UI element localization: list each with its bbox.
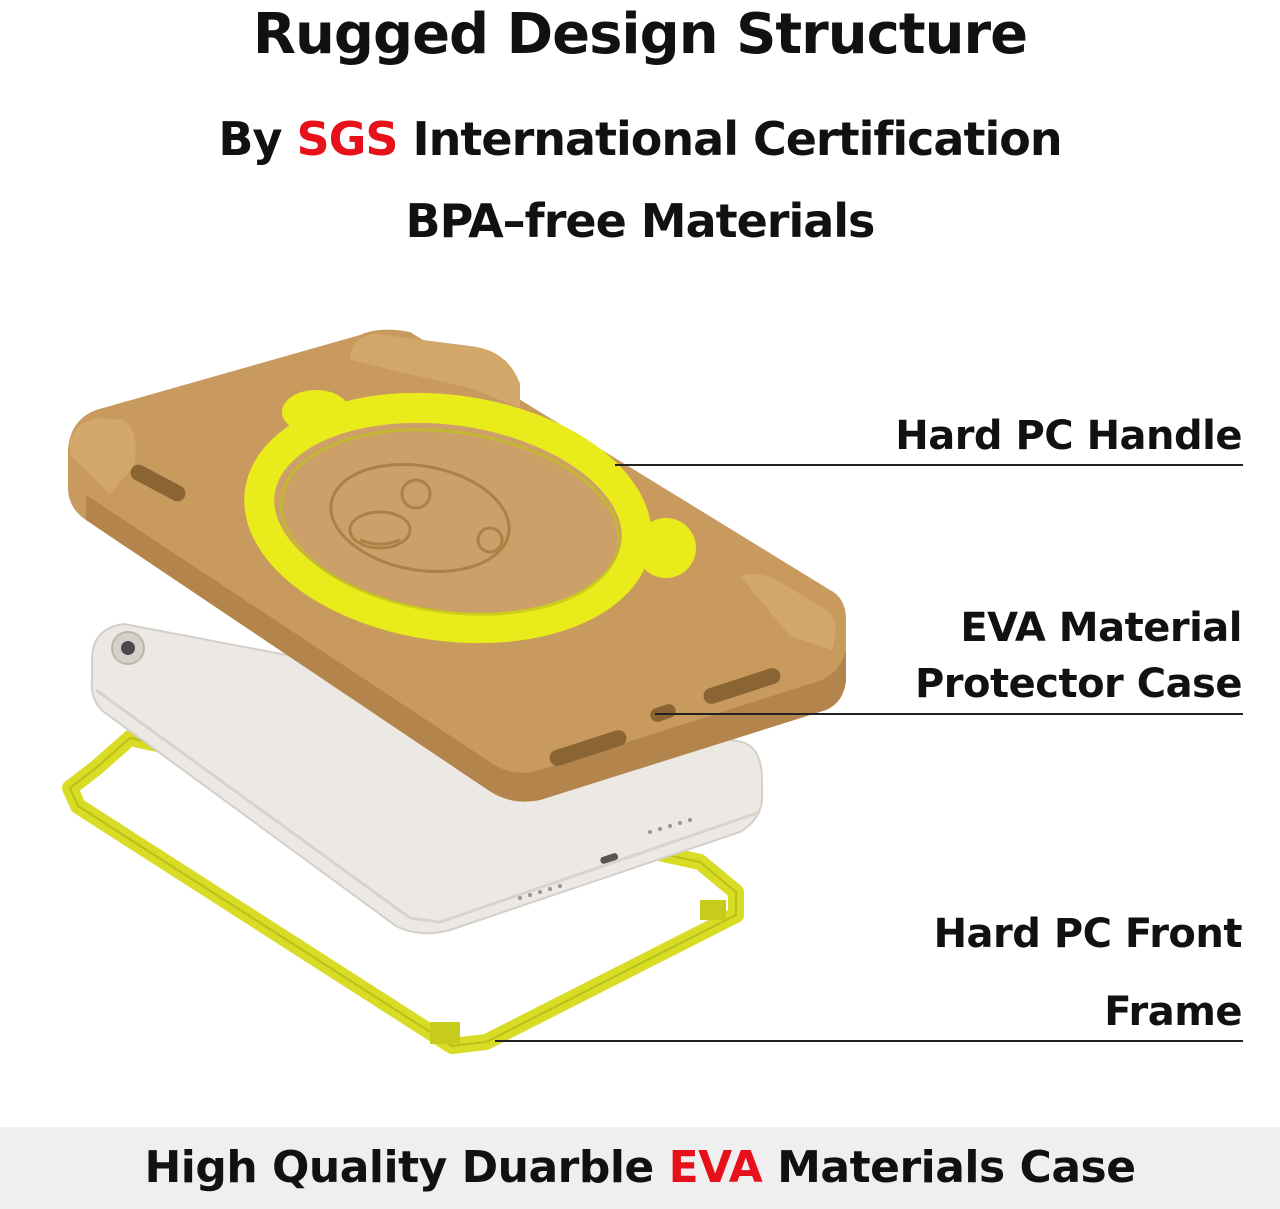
callout-frame: Frame (1104, 989, 1242, 1035)
sgs-brand: SGS (296, 112, 398, 166)
eva-case-graphic (68, 329, 846, 802)
leader-line-frame (495, 1040, 1243, 1042)
leader-line-eva-case (655, 713, 1243, 715)
callout-eva-material: EVA Material (960, 605, 1242, 651)
callout-protector-case: Protector Case (914, 661, 1243, 707)
footer-eva-highlight: EVA (668, 1142, 763, 1193)
page-title: Rugged Design Structure (252, 2, 1028, 67)
tablet-graphic (90, 622, 763, 935)
bpa-free-subtitle: BPA–free Materials (405, 194, 876, 248)
certification-line: By SGS International Certification (0, 108, 1280, 170)
footer-band (0, 1127, 1280, 1209)
leader-line-handle (615, 464, 1243, 466)
cert-prefix: By (218, 112, 282, 166)
product-illustration (62, 329, 846, 1054)
footer-prefix: High Quality Duarble (144, 1142, 654, 1193)
footer-suffix: Materials Case (777, 1142, 1136, 1193)
cert-suffix: International Certification (412, 112, 1063, 166)
footer-tagline: High Quality Duarble EVA Materials Case (0, 1135, 1280, 1201)
callout-hard-pc-handle: Hard PC Handle (895, 413, 1242, 459)
callout-hard-pc-front: Hard PC Front (933, 911, 1243, 957)
